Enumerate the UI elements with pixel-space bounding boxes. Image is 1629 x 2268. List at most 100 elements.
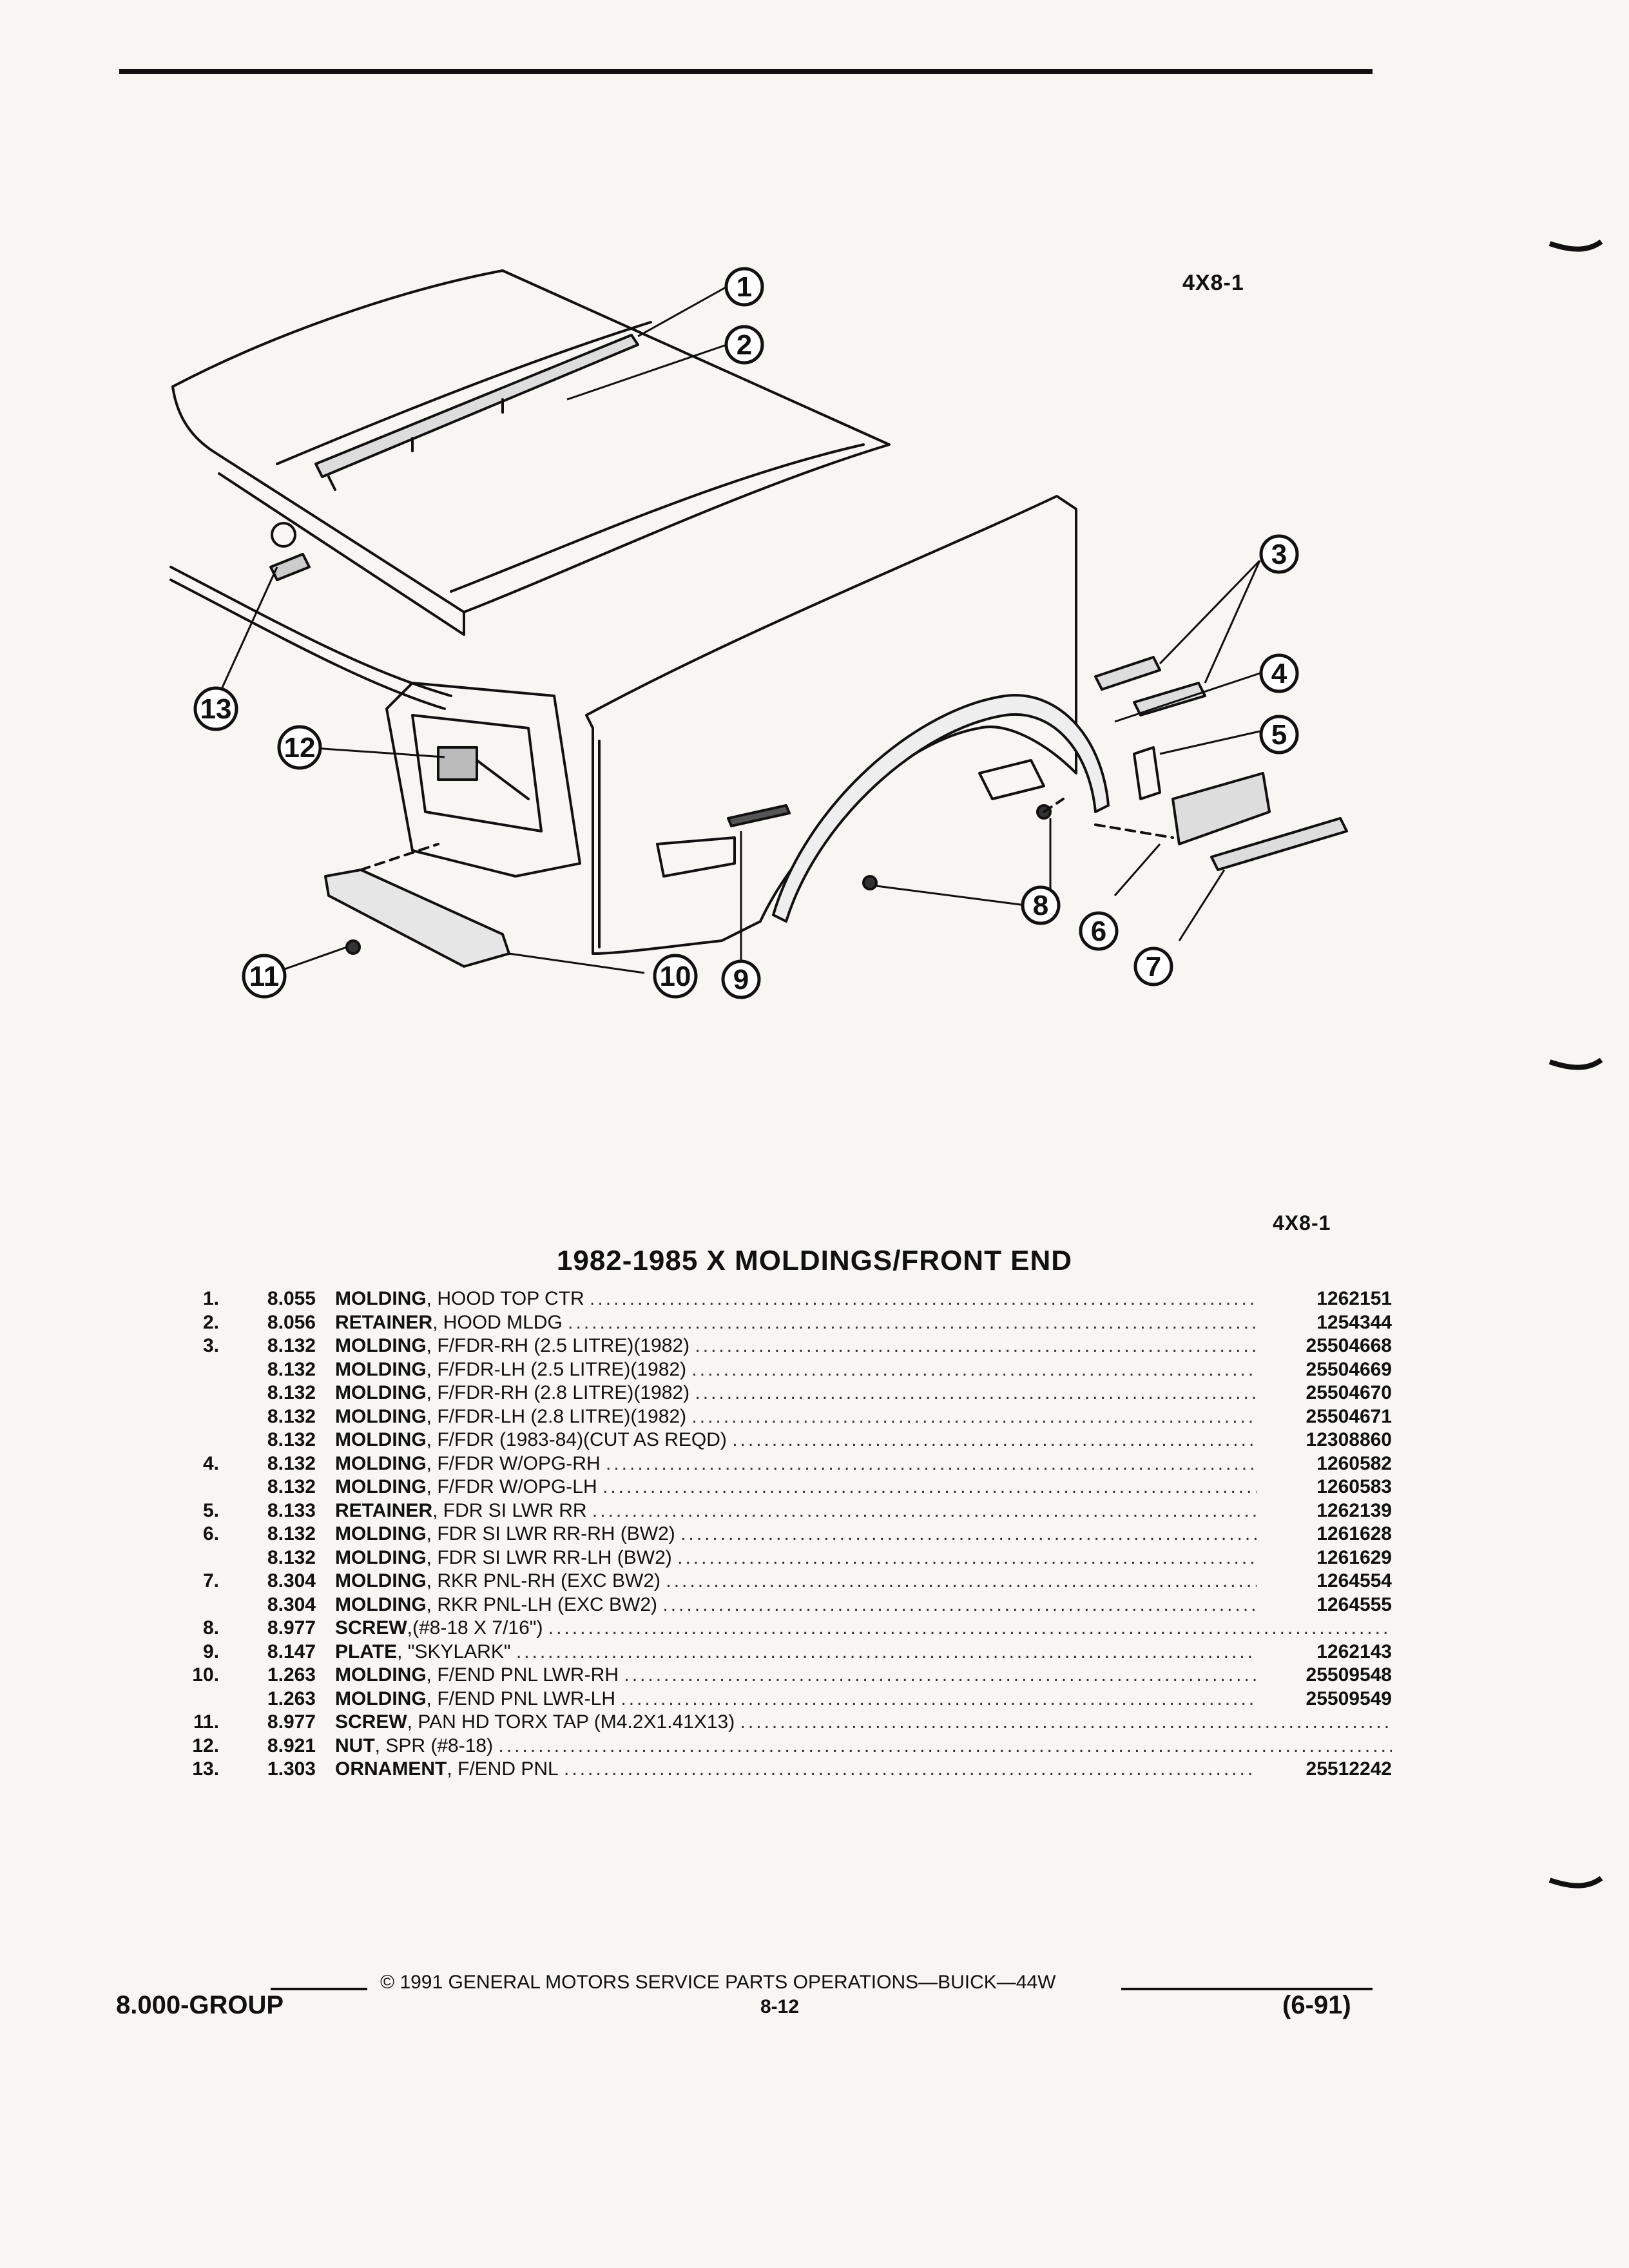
item-name: ORNAMENT (335, 1758, 447, 1780)
group-number: 8.132 (267, 1523, 316, 1544)
part-number: 12308860 (1257, 1428, 1392, 1452)
item-detail: , F/FDR W/OPG-RH (426, 1452, 601, 1474)
item-name: SCREW (335, 1617, 407, 1639)
group-number: 8.977 (267, 1711, 316, 1733)
item-number: 5. (202, 1499, 219, 1521)
exploded-parts-diagram: 1 2 3 4 5 6 7 8 9 10 11 12 13 (169, 267, 1348, 999)
item-detail: , FDR SI LWR RR (432, 1499, 587, 1521)
item-description: MOLDING, F/FDR-RH (2.8 LITRE)(1982) ....… (335, 1381, 1392, 1405)
item-name: MOLDING (335, 1452, 427, 1474)
item-description: MOLDING, F/FDR-RH (2.5 LITRE)(1982) ....… (335, 1334, 1392, 1358)
rocker-panel-molding (1210, 817, 1348, 871)
item-description: RETAINER, FDR SI LWR RR ................… (335, 1499, 1392, 1523)
item-description: MOLDING, HOOD TOP CTR ..................… (335, 1287, 1392, 1311)
callout-12: 12 (277, 725, 322, 770)
item-number: 3. (202, 1335, 219, 1356)
item-detail: , PAN HD TORX TAP (M4.2X1.41X13) (407, 1711, 735, 1733)
item-detail: , RKR PNL-LH (EXC BW2) (426, 1593, 658, 1615)
part-number: 25509549 (1257, 1687, 1392, 1711)
group-number: 8.132 (267, 1405, 316, 1427)
callout-5: 5 (1259, 715, 1299, 754)
item-name: MOLDING (335, 1405, 427, 1427)
item-name: MOLDING (335, 1664, 427, 1686)
group-number: 8.132 (267, 1358, 316, 1380)
hood-top-molding (314, 334, 639, 478)
item-detail: , F/FDR-RH (2.5 LITRE)(1982) (426, 1335, 690, 1356)
part-number: 1262143 (1257, 1640, 1392, 1664)
item-description: MOLDING, F/FDR-LH (2.8 LITRE)(1982) ....… (335, 1405, 1392, 1429)
headlamp-housing (385, 682, 581, 878)
item-detail: , F/FDR-RH (2.8 LITRE)(1982) (426, 1382, 690, 1403)
item-name: MOLDING (335, 1335, 427, 1356)
leader-dots: ........................................… (740, 1711, 1392, 1733)
item-description: ORNAMENT, F/END PNL ....................… (335, 1758, 1392, 1782)
edge-mark (1548, 1057, 1603, 1070)
leader-dots: ........................................… (568, 1311, 1392, 1333)
item-detail: , "SKYLARK" (397, 1640, 511, 1662)
item-detail: , HOOD TOP CTR (426, 1288, 584, 1309)
item-description: SCREW, PAN HD TORX TAP (M4.2X1.41X13) ..… (335, 1711, 1392, 1735)
part-number: 1261628 (1257, 1523, 1392, 1546)
item-name: MOLDING (335, 1358, 427, 1380)
item-name: MOLDING (335, 1288, 427, 1309)
group-number: 8.132 (267, 1476, 316, 1497)
callout-3: 3 (1259, 534, 1299, 574)
table-row: 8.132 MOLDING, F/FDR-LH (2.8 LITRE)(1982)… (161, 1405, 1392, 1428)
group-number: 8.147 (267, 1640, 316, 1662)
section-code: 4X8-1 (1273, 1211, 1331, 1235)
item-description: MOLDING, FDR SI LWR RR-LH (BW2) ........… (335, 1546, 1392, 1570)
group-number: 8.056 (267, 1311, 316, 1333)
callout-9: 9 (721, 959, 761, 999)
group-number: 8.304 (267, 1593, 316, 1615)
item-number: 6. (202, 1523, 219, 1544)
top-rule (119, 69, 1373, 74)
item-name: MOLDING (335, 1476, 427, 1497)
item-name: MOLDING (335, 1523, 427, 1544)
item-description: MOLDING, F/FDR-LH (2.5 LITRE)(1982) ....… (335, 1358, 1392, 1382)
page-number: 8-12 (760, 1996, 800, 2017)
group-number: 8.132 (267, 1452, 316, 1474)
table-row: 5. 8.133 RETAINER, FDR SI LWR RR .........… (161, 1499, 1392, 1523)
callout-6: 6 (1079, 911, 1119, 951)
item-number: 4. (202, 1452, 219, 1474)
item-description: MOLDING, F/FDR W/OPG-LH ................… (335, 1475, 1392, 1499)
group-number: 8.132 (267, 1335, 316, 1356)
item-description: MOLDING, F/FDR (1983-84)(CUT AS REQD) ..… (335, 1428, 1392, 1452)
group-number: 8.133 (267, 1499, 316, 1521)
leader-dots: ........................................… (548, 1617, 1392, 1639)
part-number: 1264555 (1257, 1593, 1392, 1617)
leader-dots: ........................................… (498, 1735, 1392, 1756)
item-number: 9. (202, 1640, 219, 1662)
svg-text:12: 12 (284, 732, 316, 764)
item-name: RETAINER (335, 1499, 433, 1521)
svg-text:1: 1 (737, 271, 752, 303)
svg-text:2: 2 (737, 329, 752, 361)
item-name: RETAINER (335, 1311, 433, 1333)
svg-text:8: 8 (1033, 890, 1048, 921)
part-number: 25504668 (1257, 1334, 1392, 1358)
item-name: NUT (335, 1735, 375, 1756)
svg-text:11: 11 (249, 961, 280, 992)
group-number: 8.977 (267, 1617, 316, 1639)
group-number: 1.263 (267, 1687, 316, 1709)
item-description: RETAINER, HOOD MLDG ....................… (335, 1311, 1392, 1335)
table-row: 8.132 MOLDING, F/FDR-LH (2.5 LITRE)(1982)… (161, 1358, 1392, 1381)
item-detail: , F/END PNL (447, 1758, 559, 1780)
item-description: MOLDING, F/END PNL LWR-RH ..............… (335, 1664, 1392, 1687)
section-title: 1982-1985 X MOLDINGS/FRONT END (556, 1245, 1073, 1276)
group-number: 1.263 (267, 1664, 316, 1686)
part-number: 1260582 (1257, 1452, 1392, 1475)
svg-text:3: 3 (1271, 539, 1287, 570)
footer-rule (271, 1988, 367, 1990)
part-number: 25512242 (1257, 1758, 1392, 1782)
item-description: MOLDING, RKR PNL-RH (EXC BW2) ..........… (335, 1570, 1392, 1593)
